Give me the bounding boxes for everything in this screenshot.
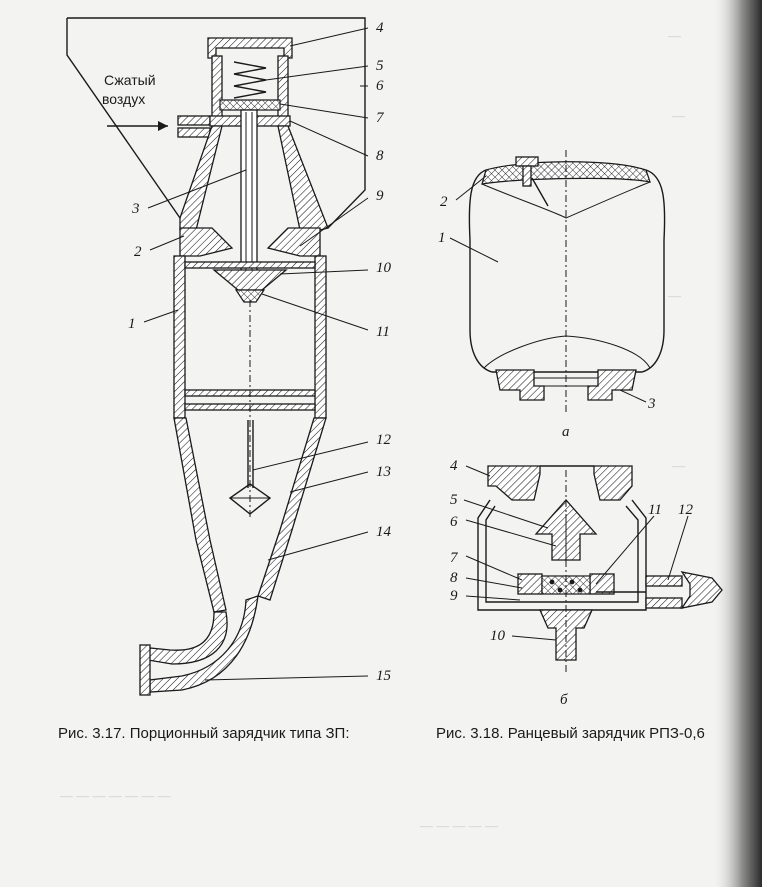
svg-text:— — — — — — —: — — — — — — — [59, 788, 172, 803]
part-number-4: 4 [376, 20, 384, 36]
part-number-b7: 7 [450, 550, 459, 566]
part-number-a3: 3 [647, 396, 656, 412]
hopper-outline [66, 17, 366, 229]
part-number-7: 7 [376, 110, 385, 126]
svg-text:—: — [671, 458, 686, 473]
part-number-b10: 10 [490, 628, 506, 644]
part-number-11: 11 [376, 324, 390, 340]
part-number-b5: 5 [450, 492, 458, 508]
part-numbers-317: 4 5 6 7 8 3 9 2 10 1 11 12 13 14 15 [128, 20, 392, 684]
part-number-3: 3 [131, 201, 140, 217]
part-number-10: 10 [376, 260, 392, 276]
svg-text:—: — [667, 28, 682, 43]
part-numbers-318b: 4 5 6 7 8 9 10 11 12 [450, 458, 694, 644]
caption-fig-3-17: Рис. 3.17. Порционный зарядчик типа ЗП: [58, 725, 350, 742]
view-b-label: б [560, 692, 568, 708]
part-number-b9: 9 [450, 588, 458, 604]
svg-text:—: — [667, 288, 682, 303]
part-number-13: 13 [376, 464, 391, 480]
svg-text:— — — — —: — — — — — [419, 818, 499, 833]
figure-3-18b-drawing [463, 465, 723, 672]
part-number-15: 15 [376, 668, 392, 684]
caption-fig-3-18: Рис. 3.18. Ранцевый зарядчик РПЗ-0,6 [436, 725, 705, 742]
part-number-9: 9 [376, 188, 384, 204]
binding-shadow [712, 0, 762, 887]
inlet-label-line1: Сжатый [104, 72, 156, 88]
part-numbers-318a: 2 1 3 [438, 194, 656, 412]
part-number-a2: 2 [440, 194, 448, 210]
part-number-14: 14 [376, 524, 392, 540]
part-number-5: 5 [376, 58, 384, 74]
bleed-through-text: — — — — — — — — — — — — — — — — [59, 28, 686, 833]
part-number-b4: 4 [450, 458, 458, 474]
svg-text:—: — [671, 108, 686, 123]
part-number-b8: 8 [450, 570, 458, 586]
part-number-2: 2 [134, 244, 142, 260]
part-number-8: 8 [376, 148, 384, 164]
part-number-b12: 12 [678, 502, 694, 518]
figure-3-17-drawing [66, 17, 369, 696]
part-number-6: 6 [376, 78, 384, 94]
view-a-label: а [562, 424, 570, 440]
leader-lines-317 [143, 27, 369, 681]
part-number-b11: 11 [648, 502, 662, 518]
part-number-a1: 1 [438, 230, 446, 246]
part-number-12: 12 [376, 432, 392, 448]
figure-3-18a-drawing [449, 150, 666, 412]
inlet-label-line2: воздух [102, 91, 145, 107]
part-number-1: 1 [128, 316, 136, 332]
part-number-b6: 6 [450, 514, 458, 530]
